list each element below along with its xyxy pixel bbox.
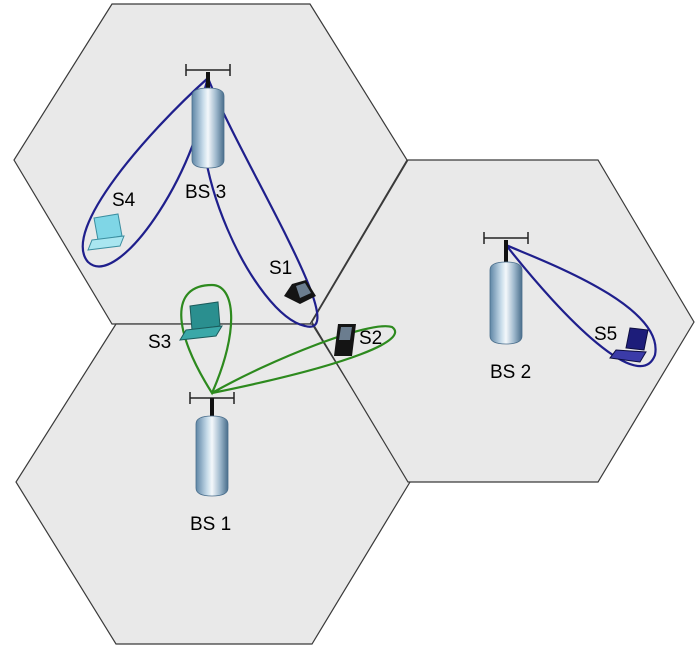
tower-icon bbox=[483, 232, 529, 345]
laptop-icon bbox=[609, 327, 649, 363]
tower-icon bbox=[185, 64, 231, 169]
bs3-label: BS 3 bbox=[185, 182, 226, 203]
beam-bs1-s2 bbox=[211, 325, 397, 395]
laptop-icon bbox=[87, 213, 125, 251]
beam-bs2-s5 bbox=[505, 243, 657, 368]
bs1-label: BS 1 bbox=[190, 514, 231, 535]
s4-label: S4 bbox=[112, 190, 136, 211]
s5-label: S5 bbox=[594, 324, 617, 345]
phone-icon bbox=[284, 280, 316, 304]
s3-label: S3 bbox=[148, 332, 171, 353]
bs2-label: BS 2 bbox=[490, 362, 531, 383]
s2-label: S2 bbox=[359, 328, 382, 349]
beam-bs1-s3 bbox=[180, 283, 233, 396]
s1-label: S1 bbox=[269, 258, 292, 279]
beam-bs3-s4 bbox=[81, 75, 210, 268]
beam-bs3-s1 bbox=[200, 74, 319, 328]
tower-icon bbox=[189, 392, 235, 497]
laptop-icon bbox=[179, 301, 223, 341]
phone-icon bbox=[334, 324, 356, 356]
